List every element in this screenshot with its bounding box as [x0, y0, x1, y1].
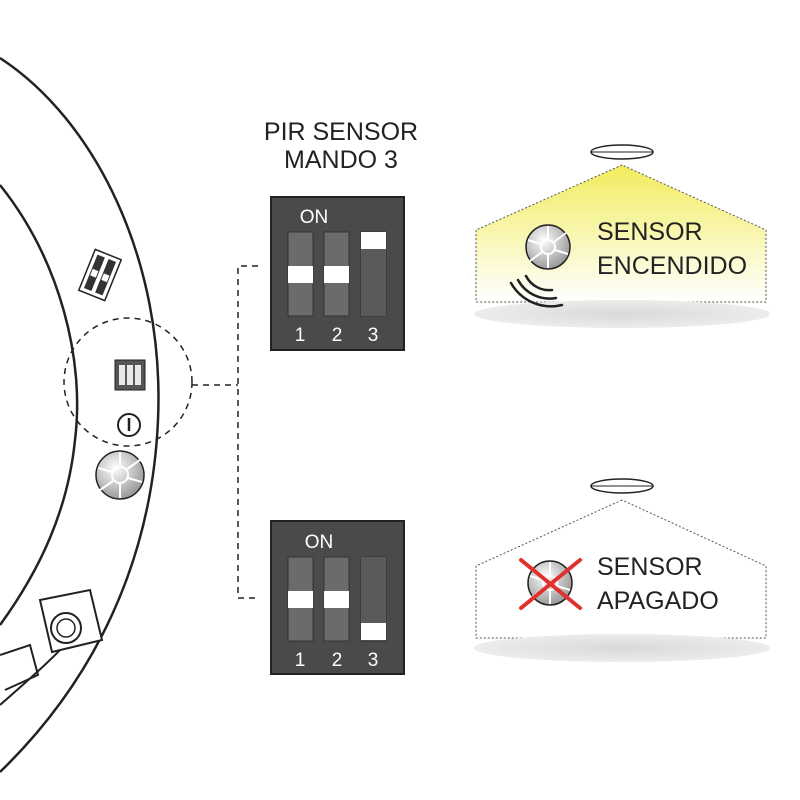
floor — [474, 634, 770, 662]
state-off-line-2: APAGADO — [597, 587, 719, 615]
dip-knob-1 — [288, 591, 313, 608]
floor — [474, 300, 770, 328]
pir-sensor-icon — [525, 224, 571, 270]
state-off-line-1: SENSOR — [597, 553, 703, 581]
state-on-line-1: SENSOR — [597, 218, 703, 246]
dip-number-1: 1 — [295, 650, 306, 671]
title-line-2: MANDO 3 — [284, 146, 398, 174]
dip-number-2: 2 — [332, 325, 343, 346]
ring-connector — [0, 588, 104, 691]
dip-number-3: 3 — [368, 325, 379, 346]
state-on-line-2: ENCENDIDO — [597, 252, 747, 280]
dip-on-label: ON — [300, 207, 329, 228]
power-button-icon — [117, 413, 141, 437]
ring-mini-dip — [114, 359, 146, 391]
room-sensor-on: SENSOR ENCENDIDO — [474, 144, 770, 328]
motion-waves-icon — [509, 274, 564, 308]
dip-knob-3 — [361, 623, 386, 640]
dip-knob-2 — [324, 266, 349, 283]
dip-number-2: 2 — [332, 650, 343, 671]
dip-knob-3 — [361, 232, 386, 249]
dip-switch-off-state: ON 1 2 3 — [270, 520, 405, 675]
zoom-circle — [63, 317, 193, 447]
dip-switch-on-state: ON 1 2 3 — [270, 196, 405, 351]
cross-icon — [519, 558, 582, 610]
dip-number-1: 1 — [295, 325, 306, 346]
ring-pir-sensor-icon — [95, 450, 145, 500]
dip-knob-2 — [324, 591, 349, 608]
ring-dip-switch — [77, 248, 123, 302]
dip-on-label: ON — [305, 532, 334, 553]
connector-lines — [192, 265, 258, 599]
dip-knob-1 — [288, 266, 313, 283]
title-line-1: PIR SENSOR — [264, 118, 418, 146]
dip-number-3: 3 — [368, 650, 379, 671]
room-sensor-off: SENSOR APAGADO — [474, 478, 770, 662]
